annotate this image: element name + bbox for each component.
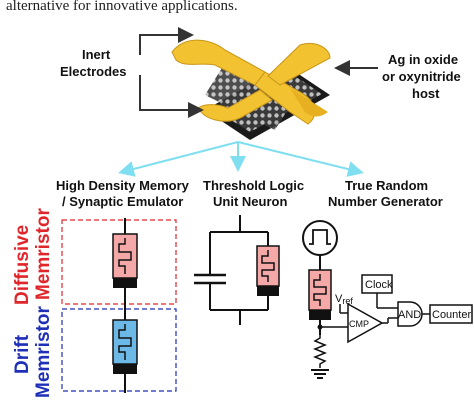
and-gate-symbol <box>397 301 423 327</box>
memory-title-2: / Synaptic Emulator <box>62 194 183 209</box>
ag-host-label-2: or oxynitride <box>382 69 461 84</box>
diffusive-label-1: Diffusive <box>12 225 33 305</box>
counter-box <box>429 304 473 324</box>
drift-dashed-box <box>61 308 177 392</box>
inert-electrodes-label-1: Inert <box>82 47 111 62</box>
diffusive-dashed-box <box>61 219 177 305</box>
ag-host-label-1: Ag in oxide <box>388 52 458 67</box>
pulse-icon <box>309 229 331 245</box>
trng-circuit <box>302 220 473 379</box>
ag-host-label-3: host <box>412 86 440 101</box>
and-label: AND <box>398 309 421 321</box>
drift-label-2: Memristor <box>33 306 54 398</box>
drift-memristor-symbol <box>112 319 138 393</box>
comparator-label: CMP <box>349 319 369 329</box>
inert-electrodes-arrows <box>139 27 204 118</box>
counter-label: Counter <box>432 309 471 321</box>
top-caption: alternative for innovative applications. <box>6 0 238 14</box>
trng-title-2: Number Generator <box>328 194 443 209</box>
comparator-symbol <box>347 302 384 344</box>
threshold-neuron-circuit <box>194 215 280 325</box>
diffusive-label-2: Memristor <box>33 208 54 300</box>
resistor-symbol <box>312 335 328 368</box>
memory-title-1: High Density Memory <box>56 178 190 193</box>
threshold-title-2: Unit Neuron <box>213 194 287 209</box>
clock-label: Clock <box>365 279 393 291</box>
crossbar-device-illustration <box>171 39 331 140</box>
threshold-title-1: Threshold Logic <box>203 178 304 193</box>
vref-label: Vref <box>335 293 353 306</box>
pulse-source <box>302 220 338 256</box>
trng-title-1: True Random <box>345 178 428 193</box>
application-arrows <box>118 141 364 177</box>
diffusive-memristor-symbol <box>112 218 138 320</box>
drift-label-1: Drift <box>12 334 33 374</box>
inert-electrodes-label-2: Electrodes <box>60 64 126 79</box>
